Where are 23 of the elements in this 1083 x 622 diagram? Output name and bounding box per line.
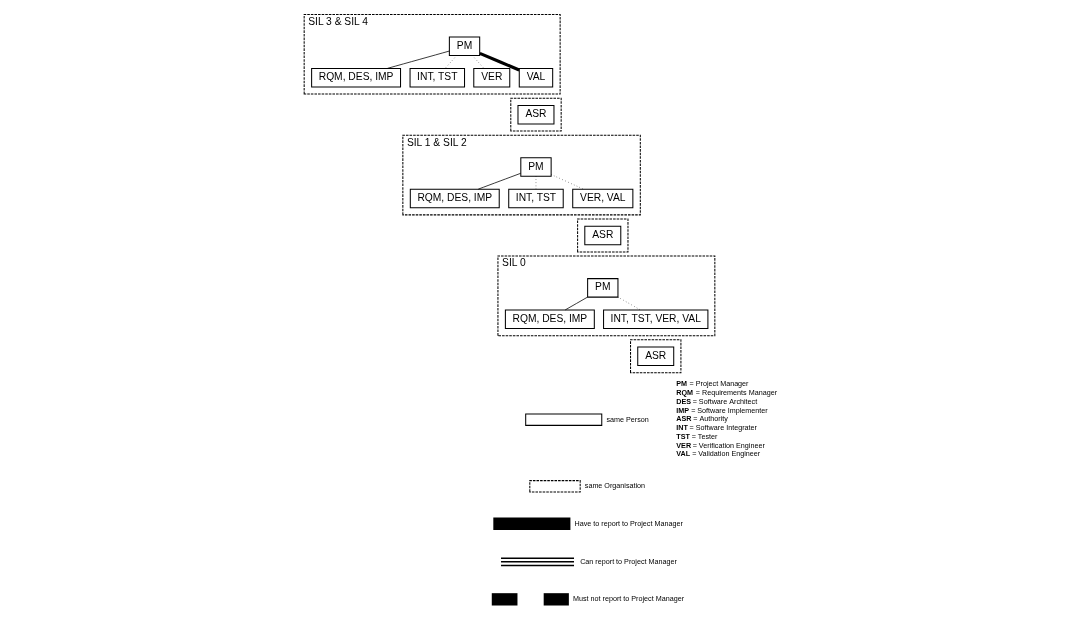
node-box: RQM, DES, IMP (409, 188, 500, 209)
node-box: ASR (517, 104, 555, 125)
cluster (510, 97, 562, 132)
node-box: VER, VAL (572, 188, 634, 209)
node-box: ASR (637, 346, 675, 366)
cluster (577, 218, 629, 253)
node-box: PM (587, 278, 619, 298)
node-box: PM (520, 157, 552, 177)
node-box: ASR (584, 225, 622, 246)
connector (564, 296, 588, 311)
connector (479, 51, 520, 72)
node-box: PM (448, 36, 481, 57)
node-box: INT, TST (508, 188, 564, 209)
node-box: RQM, DES, IMP (504, 309, 595, 329)
node-box: VAL (518, 67, 554, 88)
connector (617, 296, 641, 311)
node-box: VER (473, 67, 511, 88)
cluster (630, 339, 682, 374)
connector (387, 50, 450, 69)
node-box: INT, TST (409, 67, 466, 88)
node-box: INT, TST, VER, VAL (603, 309, 709, 329)
node-box: RQM, DES, IMP (311, 67, 402, 88)
connector (477, 172, 522, 190)
